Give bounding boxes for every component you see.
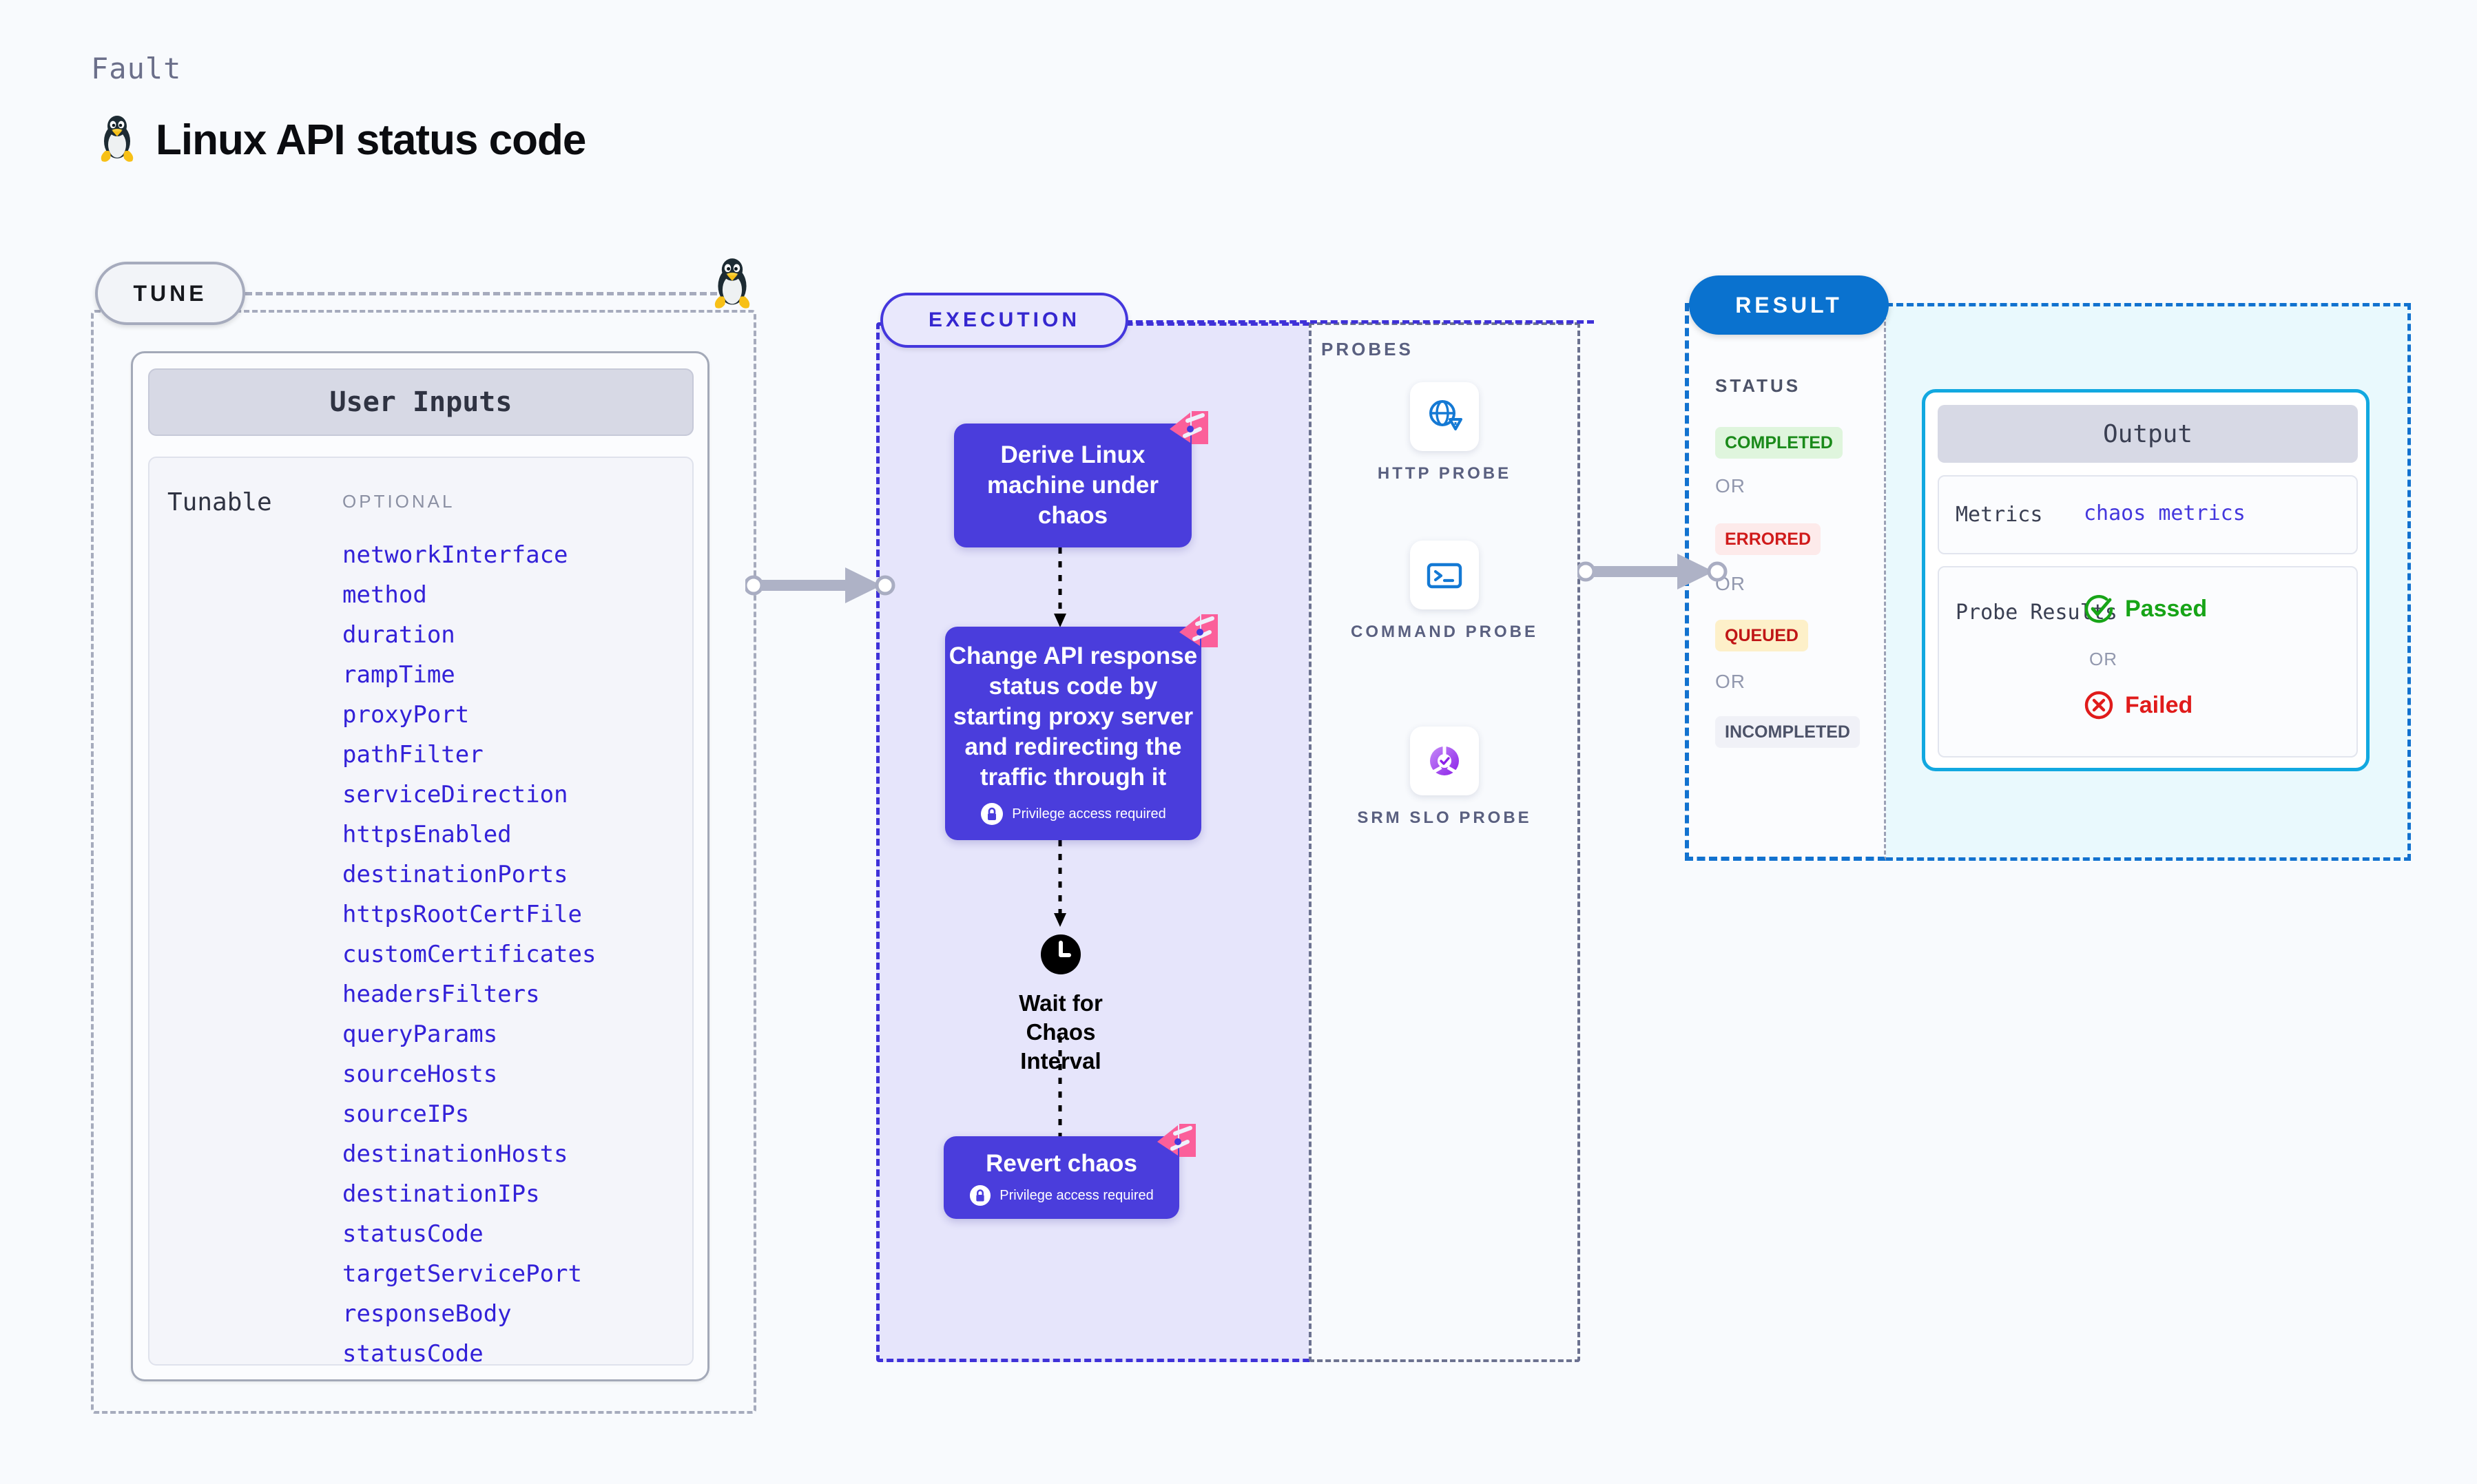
tunable-param[interactable]: statusCode (342, 1220, 484, 1248)
probe-result-passed: Passed (2084, 594, 2207, 624)
tunable-param[interactable]: proxyPort (342, 701, 470, 729)
tunable-param[interactable]: statusCode (342, 1340, 484, 1368)
check-circle-icon (2084, 595, 2113, 623)
tunable-panel: Tunable OPTIONAL networkInterface method d… (148, 457, 694, 1368)
probe-srm-slo[interactable]: SRM SLO PROBE (1309, 727, 1580, 830)
failed-label: Failed (2125, 691, 2193, 718)
tunable-param[interactable]: serviceDirection (342, 781, 568, 808)
passed-label: Passed (2125, 595, 2208, 622)
metrics-value[interactable]: chaos metrics (2084, 501, 2246, 525)
execution-node-title: Change API response status code by start… (949, 642, 1198, 791)
fault-kicker: Fault (91, 52, 182, 85)
execution-node-revert[interactable]: Revert chaos Privilege access required (944, 1124, 1196, 1219)
arrow-derive-to-change (1052, 547, 1068, 632)
execution-connector-line (1126, 320, 1594, 324)
status-title: STATUS (1715, 375, 1801, 396)
privilege-text: Privilege access required (999, 1187, 1154, 1203)
user-inputs-card: User Inputs Tunable OPTIONAL networkInte… (131, 351, 709, 1381)
wait-for-chaos-node: Wait for Chaos Interval (985, 933, 1137, 1076)
tunable-param[interactable]: sourceHosts (342, 1060, 498, 1088)
tune-linux-penguin-icon (709, 256, 755, 313)
clock-icon (1039, 933, 1082, 979)
tune-pill[interactable]: TUNE (95, 262, 245, 325)
tunable-param[interactable]: destinationPorts (342, 861, 568, 888)
privilege-row: Privilege access required (969, 1184, 1154, 1206)
tunable-param[interactable]: destinationHosts (342, 1140, 568, 1168)
tunable-param[interactable]: method (342, 581, 427, 609)
status-badge-errored: ERRORED (1715, 523, 1821, 555)
tunable-param[interactable]: httpsEnabled (342, 821, 512, 848)
status-or-3: OR (1715, 671, 1745, 692)
probe-results-row (1938, 566, 2358, 757)
probe-result-failed: Failed (2084, 690, 2193, 720)
x-circle-icon (2084, 691, 2113, 720)
user-inputs-header: User Inputs (148, 368, 694, 436)
lock-icon (981, 803, 1004, 825)
probe-or: OR (2089, 649, 2117, 669)
optional-label: OPTIONAL (342, 491, 455, 512)
tunable-param[interactable]: rampTime (342, 661, 455, 689)
page-title: Linux API status code (156, 116, 586, 164)
chaos-corner-badge (1167, 408, 1210, 447)
tune-connector-line (245, 292, 727, 295)
chaos-corner-badge (1154, 1121, 1197, 1160)
lock-icon (970, 1184, 991, 1206)
execution-node-derive[interactable]: Derive Linux machine under chaos (954, 411, 1208, 547)
status-badge-queued: QUEUED (1715, 620, 1808, 651)
tunable-label: Tunable (167, 488, 272, 516)
execution-node-title: Derive Linux machine under chaos (987, 441, 1159, 529)
tune-section (91, 310, 756, 1414)
probe-command[interactable]: COMMAND PROBE (1309, 541, 1580, 644)
globe-warning-icon (1410, 382, 1479, 451)
result-pill[interactable]: RESULT (1689, 275, 1889, 335)
arrow-tune-to-execution (743, 565, 897, 609)
tunable-param[interactable]: duration (342, 621, 455, 649)
status-or-1: OR (1715, 475, 1745, 497)
probes-title: PROBES (1321, 339, 1413, 359)
tunable-param-list: networkInterface method duration rampTime pr… (342, 535, 687, 1374)
arrow-change-to-wait (1052, 840, 1068, 932)
probe-label: COMMAND PROBE (1351, 623, 1538, 641)
slo-donut-icon (1410, 727, 1479, 795)
tunable-param[interactable]: targetServicePort (342, 1260, 582, 1288)
probe-http[interactable]: HTTP PROBE (1309, 382, 1580, 485)
probe-results-key: Probe Results (1956, 600, 2117, 625)
execution-pill[interactable]: EXECUTION (880, 293, 1128, 348)
status-badge-incompleted: INCOMPLETED (1715, 716, 1860, 748)
terminal-icon (1410, 541, 1479, 609)
linux-penguin-icon (96, 114, 138, 167)
metrics-row (1938, 475, 2358, 554)
probe-label: HTTP PROBE (1377, 464, 1512, 483)
arrow-execution-to-result (1575, 551, 1729, 596)
tunable-param[interactable]: customCertificates (342, 941, 597, 968)
privilege-text: Privilege access required (1012, 806, 1166, 822)
tunable-param[interactable]: headersFilters (342, 981, 540, 1008)
status-badge-completed: COMPLETED (1715, 427, 1843, 459)
page-title-row: Linux API status code (96, 114, 586, 167)
privilege-row: Privilege access required (980, 802, 1166, 826)
probe-label: SRM SLO PROBE (1357, 808, 1532, 827)
metrics-key: Metrics (1956, 503, 2043, 527)
tunable-param[interactable]: destinationIPs (342, 1180, 540, 1208)
tunable-param[interactable]: queryParams (342, 1021, 498, 1048)
wait-label: Wait for Chaos Interval (1019, 990, 1103, 1074)
tunable-param[interactable]: httpsRootCertFile (342, 901, 582, 928)
output-card: Output Metrics chaos metrics Probe Resul… (1922, 389, 2370, 771)
execution-node-title: Revert chaos (986, 1150, 1137, 1177)
chaos-corner-badge (1177, 612, 1219, 650)
tunable-param[interactable]: sourceIPs (342, 1100, 470, 1128)
tunable-param[interactable]: pathFilter (342, 741, 484, 769)
tunable-param[interactable]: responseBody (342, 1300, 512, 1328)
execution-node-change-status[interactable]: Change API response status code by start… (945, 614, 1218, 840)
probes-section (1309, 322, 1580, 1362)
tunable-param[interactable]: networkInterface (342, 541, 568, 569)
output-header: Output (1938, 405, 2358, 463)
